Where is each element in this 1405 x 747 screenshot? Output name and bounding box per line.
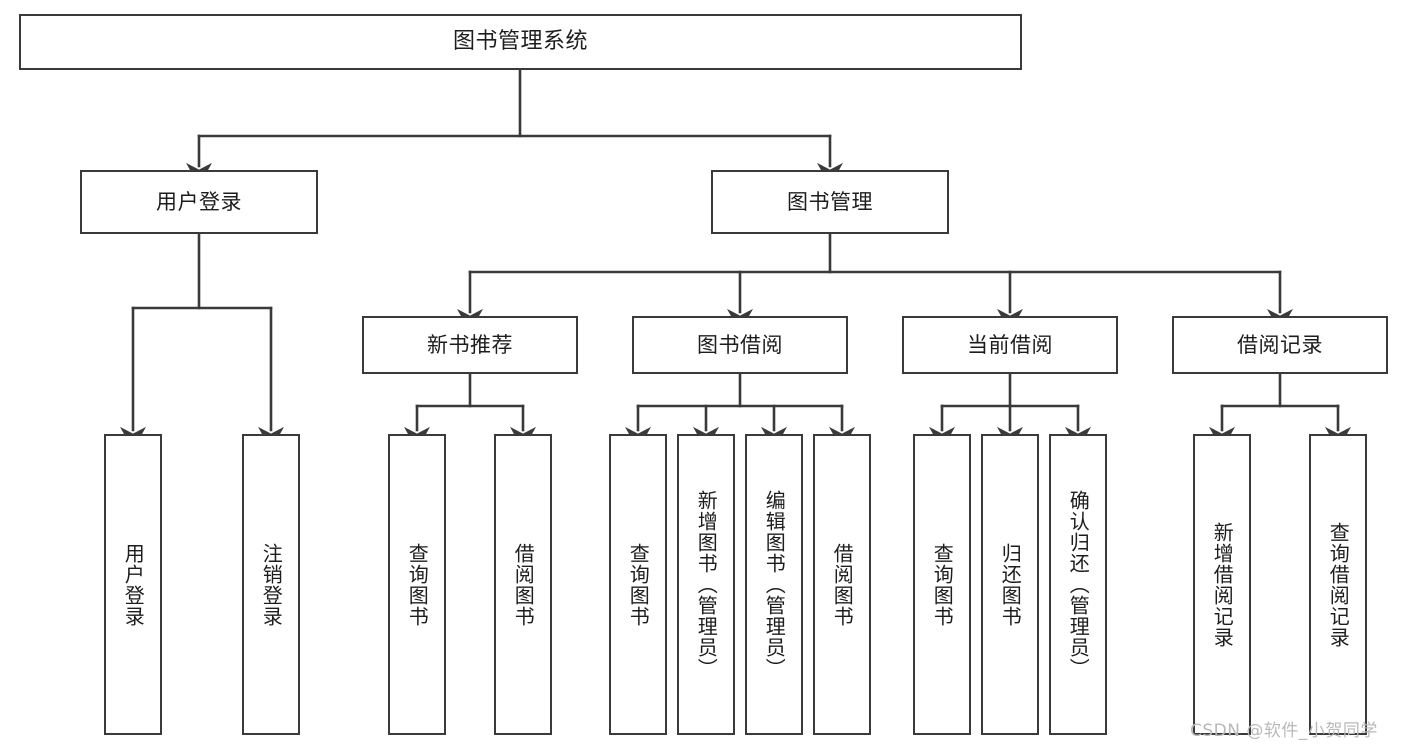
node-borrow-record-label: 借阅记录	[1237, 332, 1323, 357]
csdn-watermark: CSDN @软件_小贺同学	[1190, 721, 1378, 741]
node-book-borrow-label: 图书借阅	[697, 332, 783, 357]
node-book-manage-label: 图书管理	[787, 189, 873, 214]
node-leaf-borrow-book-2[interactable]: 借阅图书	[813, 434, 871, 735]
node-leaf-borrow-book-1-label: 借阅图书	[511, 542, 536, 627]
node-user-login[interactable]: 用户登录	[80, 170, 318, 234]
node-leaf-user-logout-label: 注销登录	[259, 542, 284, 627]
node-leaf-confirm-return-label: 确认归还（管理员）	[1066, 490, 1091, 679]
node-leaf-query-book-3[interactable]: 查询图书	[913, 434, 971, 735]
node-leaf-borrow-book-1[interactable]: 借阅图书	[494, 434, 552, 735]
node-leaf-return-book[interactable]: 归还图书	[981, 434, 1039, 735]
node-root-label: 图书管理系统	[452, 29, 588, 55]
node-leaf-add-record[interactable]: 新增借阅记录	[1193, 434, 1251, 735]
node-current-borrow-label: 当前借阅	[967, 332, 1053, 357]
node-leaf-add-book[interactable]: 新增图书（管理员）	[677, 434, 735, 735]
node-leaf-add-record-label: 新增借阅记录	[1210, 521, 1235, 648]
node-leaf-query-book-1[interactable]: 查询图书	[388, 434, 446, 735]
node-leaf-user-logout[interactable]: 注销登录	[242, 434, 300, 735]
node-leaf-query-record[interactable]: 查询借阅记录	[1309, 434, 1367, 735]
node-new-book-rec[interactable]: 新书推荐	[362, 316, 578, 374]
node-leaf-return-book-label: 归还图书	[998, 542, 1023, 627]
node-leaf-user-login-label: 用户登录	[121, 542, 146, 627]
node-leaf-query-book-2-label: 查询图书	[626, 542, 651, 627]
node-leaf-query-book-2[interactable]: 查询图书	[609, 434, 667, 735]
node-borrow-record[interactable]: 借阅记录	[1172, 316, 1388, 374]
node-leaf-query-record-label: 查询借阅记录	[1326, 521, 1351, 648]
node-new-book-rec-label: 新书推荐	[427, 332, 513, 357]
node-leaf-confirm-return[interactable]: 确认归还（管理员）	[1049, 434, 1107, 735]
node-book-borrow[interactable]: 图书借阅	[632, 316, 848, 374]
node-current-borrow[interactable]: 当前借阅	[902, 316, 1118, 374]
node-leaf-add-book-label: 新增图书（管理员）	[694, 490, 719, 679]
node-user-login-label: 用户登录	[156, 189, 242, 214]
node-leaf-edit-book[interactable]: 编辑图书（管理员）	[745, 434, 803, 735]
node-leaf-edit-book-label: 编辑图书（管理员）	[762, 490, 787, 679]
node-leaf-borrow-book-2-label: 借阅图书	[830, 542, 855, 627]
node-leaf-query-book-1-label: 查询图书	[405, 542, 430, 627]
node-book-manage[interactable]: 图书管理	[711, 170, 949, 234]
node-leaf-query-book-3-label: 查询图书	[930, 542, 955, 627]
node-leaf-user-login[interactable]: 用户登录	[104, 434, 162, 735]
node-root[interactable]: 图书管理系统	[19, 14, 1022, 70]
